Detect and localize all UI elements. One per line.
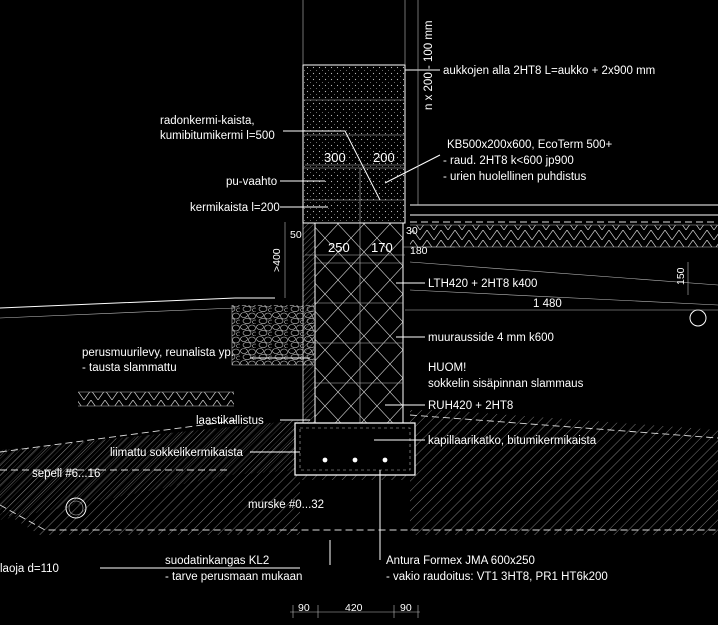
- dim-50: 50: [290, 229, 302, 241]
- label-antura-2: - vakio raudoitus: VT1 3HT8, PR1 HT6k200: [386, 571, 608, 583]
- label-nx200: n x 200 - 100 mm: [423, 21, 435, 110]
- label-puvaahto: pu-vaahto: [226, 176, 277, 188]
- dim-90-left: 90: [298, 602, 310, 614]
- label-salaoja: laoja d=110: [0, 563, 59, 575]
- dimension-lines: [284, 0, 718, 618]
- dim-170: 170: [371, 240, 393, 255]
- dimension-texts: 300 200 250 170 50 30 180 >400 150 1 480…: [271, 150, 687, 614]
- label-kb-2: - raud. 2HT8 k<600 jp900: [443, 155, 574, 167]
- label-kb-3: - urien huolellinen puhdistus: [443, 171, 586, 183]
- dim-150: 150: [675, 267, 687, 285]
- stone-fill: [232, 305, 314, 365]
- pipe-icon: [689, 309, 707, 327]
- leader-lines: [100, 69, 441, 569]
- board-layer: [78, 392, 234, 406]
- wall-block: [302, 0, 406, 224]
- label-perusmuuri-2: - tausta slammattu: [82, 362, 177, 374]
- dim-250: 250: [328, 240, 350, 255]
- label-suoda-1: suodatinkangas KL2: [165, 555, 269, 567]
- dim-1480: 1 480: [533, 298, 562, 310]
- label-suoda-2: - tarve perusmaan mukaan: [165, 571, 302, 583]
- label-kb-1: KB500x200x600, EcoTerm 500+: [447, 139, 613, 151]
- dim-90-right: 90: [400, 602, 412, 614]
- dim-180: 180: [410, 245, 428, 257]
- label-lth: LTH420 + 2HT8 k400: [428, 278, 537, 290]
- label-kapillaari: kapillaarikatko, bitumikermikaista: [428, 435, 597, 447]
- label-sepeli: sepeli #6...16: [32, 468, 100, 480]
- dim-400: >400: [271, 248, 283, 272]
- gravel-layer: [0, 420, 300, 520]
- label-huom-1: HUOM!: [428, 362, 466, 374]
- drain-pipe-icon: [65, 497, 87, 519]
- label-radonkermi-2: kumibitumikermi l=500: [160, 130, 275, 142]
- dim-420: 420: [345, 602, 363, 614]
- label-laasti: laastikallistus: [196, 415, 264, 427]
- label-radonkermi-1: radonkermi-kaista,: [160, 115, 255, 127]
- label-ruh: RUH420 + 2HT8: [428, 400, 513, 412]
- dim-30: 30: [406, 225, 418, 237]
- footing: [294, 422, 416, 476]
- dim-300: 300: [324, 150, 346, 165]
- label-murske: murske #0...32: [248, 499, 324, 511]
- label-perusmuuri-1: perusmuurilevy, reunalista yp.: [82, 347, 234, 359]
- annotations: aukkojen alla 2HT8 L=aukko + 2x900 mm n …: [0, 21, 655, 583]
- label-liimattu: liimattu sokkelikermikaista: [110, 447, 244, 459]
- label-huom-2: sokkelin sisäpinnan slammaus: [428, 378, 584, 390]
- label-muurausside: muurausside 4 mm k600: [428, 332, 554, 344]
- foundation-wall: [302, 222, 404, 424]
- label-aukkojen: aukkojen alla 2HT8 L=aukko + 2x900 mm: [443, 65, 655, 77]
- floor-insulation: [410, 225, 718, 247]
- label-antura-1: Antura Formex JMA 600x250: [386, 555, 535, 567]
- dim-200: 200: [373, 150, 395, 165]
- label-kermikaista: kermikaista l=200: [190, 202, 280, 214]
